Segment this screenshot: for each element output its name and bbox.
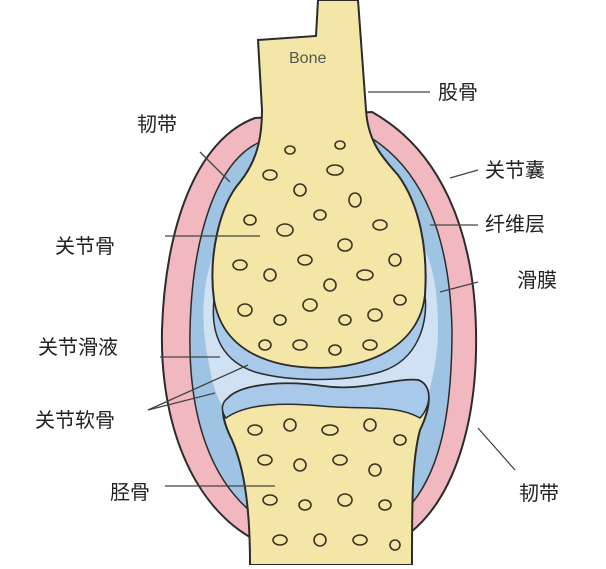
synovium-label: 滑膜 [517, 268, 557, 292]
ligament-top-label: 韧带 [137, 112, 177, 136]
femur-label: 股骨 [438, 80, 478, 104]
leader-synovium [439, 281, 479, 293]
joint-capsule-label: 关节囊 [485, 158, 545, 182]
articular-bone-label: 关节骨 [55, 234, 115, 258]
articular-cartilage-label: 关节软骨 [35, 408, 115, 432]
femur-spongy-texture [232, 140, 407, 356]
tibia-spongy-texture [247, 418, 407, 551]
leader-cartilage-b [147, 392, 216, 411]
femur-cartilage [212, 294, 427, 381]
leader-lines [147, 91, 516, 487]
synovial-fluid-label: 关节滑液 [38, 335, 118, 359]
leader-capsule [449, 169, 479, 179]
bone-label: Bone [289, 50, 327, 67]
tibia-cartilage [221, 379, 430, 420]
fibrous-layer-label: 纤维层 [485, 212, 545, 236]
leader-cartilage-a [147, 364, 249, 411]
leader-ligament-bottom [477, 427, 516, 471]
tibia-label: 胫骨 [110, 480, 150, 504]
leader-ligament-top [199, 151, 231, 183]
ligament-bottom-label: 韧带 [519, 481, 559, 505]
